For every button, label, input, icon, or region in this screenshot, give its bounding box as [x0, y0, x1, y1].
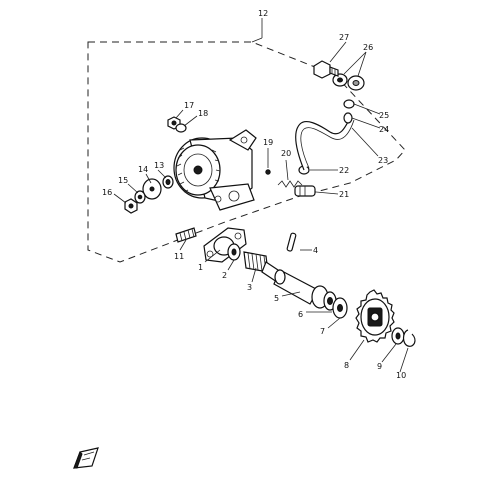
- part-15-washer: [134, 190, 146, 204]
- part-14-plate: [142, 178, 162, 200]
- callout-6: 6: [298, 310, 303, 319]
- callout-27: 27: [339, 33, 349, 42]
- callout-9: 9: [377, 362, 382, 371]
- callout-26: 26: [363, 43, 373, 52]
- part-24-clip: [343, 112, 353, 124]
- part-23-hose: [295, 117, 355, 171]
- callout-21: 21: [339, 190, 349, 199]
- leader-lines: [113, 18, 409, 373]
- part-19-pin: [265, 169, 271, 175]
- callout-19: 19: [263, 138, 273, 147]
- part-21-fitting: [294, 185, 316, 197]
- part-9-washer: [391, 327, 405, 345]
- part-25-washer: [343, 99, 355, 109]
- part-10-circlip: [402, 329, 416, 347]
- callout-12: 12: [258, 9, 268, 18]
- part-11-stud: [175, 227, 197, 243]
- part-26-washers: [332, 73, 365, 91]
- part-18-washer: [175, 123, 187, 133]
- callout-2: 2: [222, 271, 227, 280]
- part-4-pin: [286, 232, 297, 252]
- callout-11: 11: [174, 252, 184, 261]
- part-1-gasket: [203, 227, 247, 263]
- part-8-driven-gear: [355, 289, 395, 343]
- callout-25: 25: [379, 111, 389, 120]
- callout-24: 24: [379, 125, 389, 134]
- callout-3: 3: [247, 283, 252, 292]
- callout-23: 23: [378, 156, 388, 165]
- callout-10: 10: [396, 371, 406, 380]
- part-16-nut: [124, 198, 138, 214]
- callout-14: 14: [138, 165, 148, 174]
- callout-1: 1: [198, 263, 203, 272]
- callout-22: 22: [339, 166, 349, 175]
- part-20-spring: [277, 180, 303, 188]
- callout-16: 16: [102, 188, 112, 197]
- corner-page-mark: [73, 447, 99, 469]
- callout-8: 8: [344, 361, 349, 370]
- callout-17: 17: [184, 101, 194, 110]
- callout-4: 4: [313, 246, 318, 255]
- callout-5: 5: [274, 294, 279, 303]
- assembly-boundary: [87, 41, 406, 263]
- callout-15: 15: [118, 176, 128, 185]
- part-13-washer: [162, 175, 174, 189]
- callout-labels: 12 27 26 25 24 23 22 21 20 19 17 18 13 1…: [102, 9, 406, 380]
- callout-20: 20: [281, 149, 291, 158]
- part-2-washer: [227, 243, 241, 261]
- callout-18: 18: [198, 109, 208, 118]
- part-27-bolt: [313, 60, 339, 79]
- part-5-shaft: [273, 269, 337, 311]
- callout-13: 13: [154, 161, 164, 170]
- callout-7: 7: [320, 327, 325, 336]
- part-6-washer: [332, 297, 348, 319]
- oil-pump-body: [173, 129, 257, 211]
